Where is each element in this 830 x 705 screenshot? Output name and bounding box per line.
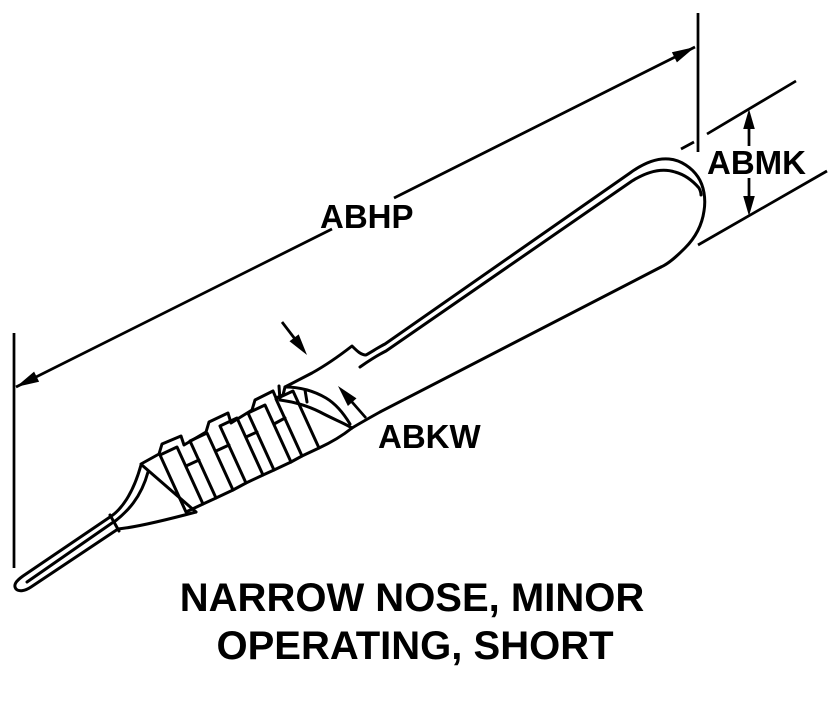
caption-line-1: NARROW NOSE, MINOR [180,576,645,620]
abhp-arrowhead-right [671,47,695,63]
abhp-dimension-label: ABHP [320,198,414,235]
flare-top-curve [108,463,143,519]
top-profile-and-paddle [139,157,707,466]
abkw-arrowhead-upper [289,334,307,355]
abmk-extension-lower [697,169,828,247]
figure-caption: NARROW NOSE, MINOR OPERATING, SHORT [180,576,645,668]
abkw-arrow-line-upper [280,321,297,340]
abmk-extension-upper [680,79,797,151]
neck-bevel-line [283,385,352,426]
probe-edge-line [25,521,114,584]
abkw-arrow-line-lower [350,401,368,419]
abhp-arrowhead-left [16,371,40,387]
grip-body-edges [184,416,354,506]
abkw-dimension-label: ABKW [378,418,481,455]
shaft-bottom-edge [350,265,663,430]
neck-endface-tick-right [303,388,309,404]
grip-bottom-edge [231,481,248,492]
abmk-arrowhead-up [743,109,755,129]
grip-mid-edge [214,443,231,453]
grip-bottom-edge [317,426,354,450]
flare-bottom-curve [116,510,198,531]
grip-mid-edge [244,430,259,439]
abmk-arrowhead-down [743,196,755,216]
flare-face-edge [141,464,198,514]
neck-bottom-edge [278,398,354,430]
dimension-annotations: ABHP ABMK ABKW [12,13,828,568]
flare-inner-curve [112,470,150,524]
grip-mid-edge [272,416,287,426]
grip-bottom-edge [261,468,276,477]
grip-mid-edge [184,458,201,468]
abmk-dimension-label: ABMK [707,144,806,181]
instrument-drawing [13,157,707,593]
grip-bottom-edge [289,454,304,464]
abhp-dimension-line [15,45,696,389]
shaft-inner-edge [358,168,703,369]
grip-bottom-edge [201,496,218,506]
probe-outline [13,515,120,593]
caption-line-2: OPERATING, SHORT [216,624,613,668]
grip-ribs [158,389,321,514]
abkw-arrowhead-lower [338,386,357,406]
